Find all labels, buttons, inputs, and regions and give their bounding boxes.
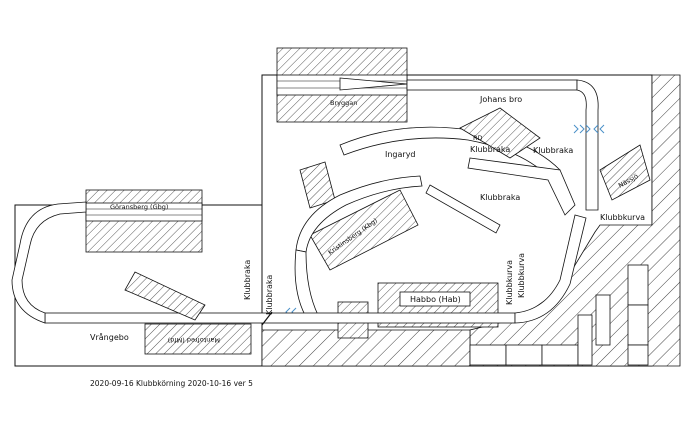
- blocked-floor-area: [261, 74, 681, 367]
- direction-arrow-icon: [573, 124, 591, 134]
- station-bryggan: Bryggan: [276, 47, 408, 123]
- station-kristinsberg: Kristinsberg (Kbg): [295, 161, 501, 271]
- label-bryggan: Bryggan: [330, 99, 357, 107]
- track-top-loop: Johans bro: [406, 79, 605, 211]
- track-bottom-main: Klubbkurva Klubbkurva Klubbraka Klubbrak…: [44, 214, 587, 326]
- label-ingaryd: Ingaryd: [385, 150, 416, 159]
- label-goransberg: Göransberg (Gbg): [110, 203, 168, 211]
- label-klubbraka-top: Klubbraka: [470, 145, 510, 154]
- label-klubbraka-vertical: Klubbraka: [243, 260, 252, 300]
- area-nassjo: Nässjö Klubbkurva: [599, 144, 651, 222]
- label-klubbkurva-right: Klubbkurva: [600, 213, 645, 222]
- track-left-loop: [285, 249, 319, 317]
- area-klubbraka: RD Klubbraka Klubbraka Klubbraka: [459, 107, 576, 216]
- track-vrangebo-loop: Vrångebo: [11, 201, 206, 342]
- label-habbo: Habbo (Hab): [410, 295, 461, 304]
- station-goransberg: Göransberg (Gbg): [85, 189, 203, 253]
- label-klubbraka-right: Klubbraka: [533, 146, 573, 155]
- label-klubbkurva-v1: Klubbkurva: [505, 260, 514, 305]
- label-klubbkurva-v2: Klubbkurva: [517, 253, 526, 298]
- label-johans-bro: Johans bro: [479, 95, 522, 104]
- station-mantofred: Mantofred (Mfd): [144, 323, 252, 355]
- direction-arrow-icon: [593, 124, 605, 134]
- label-rd: RD: [473, 134, 483, 142]
- label-vrangebo: Vrångebo: [90, 332, 129, 342]
- label-klubbraka-vertical2: Klubbraka: [265, 275, 274, 315]
- label-mantofred: Mantofred (Mfd): [168, 336, 220, 344]
- caption: 2020-09-16 Klubbkörning 2020-10-16 ver 5: [90, 379, 253, 388]
- label-klubbraka-mid: Klubbraka: [480, 193, 520, 202]
